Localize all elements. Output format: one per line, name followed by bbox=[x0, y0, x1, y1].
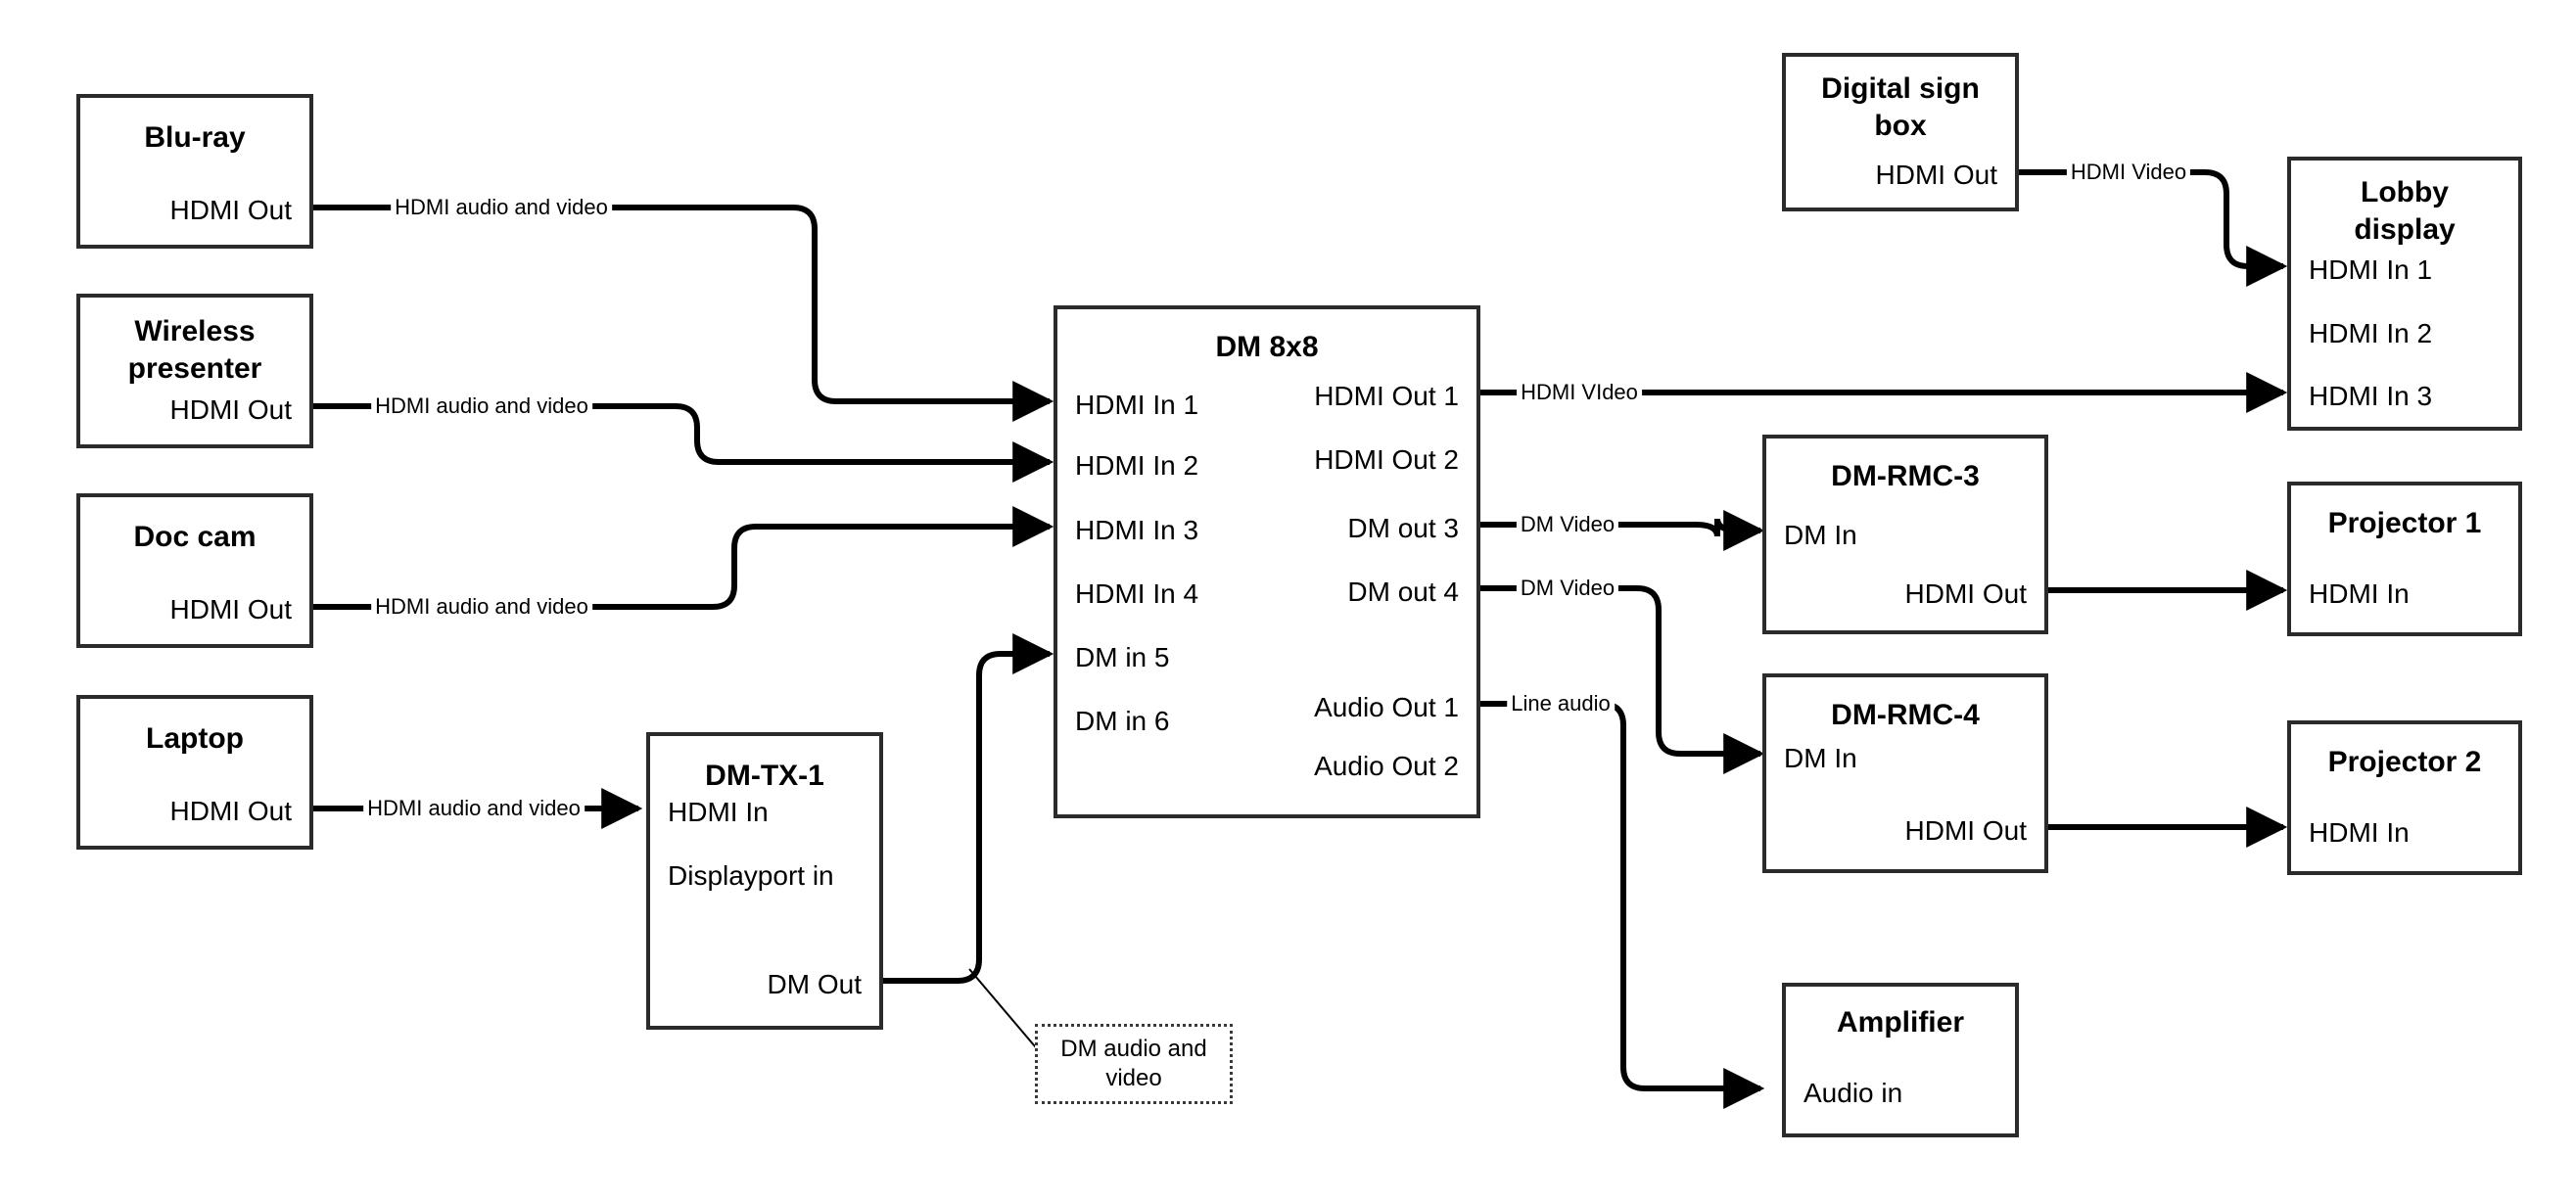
node-bluray-port-hdmi-out: HDMI Out bbox=[169, 195, 292, 225]
node-amplifier-title: Amplifier bbox=[1836, 1006, 1965, 1039]
node-laptop-title: Laptop bbox=[146, 722, 244, 755]
node-bluray[interactable]: Blu-ray HDMI Out bbox=[76, 94, 313, 249]
node-dm-tx-1-port-hdmi-in: HDMI In bbox=[668, 797, 769, 827]
node-projector-2[interactable]: Projector 2 HDMI In bbox=[2287, 720, 2522, 875]
node-wireless-presenter-port-hdmi-out: HDMI Out bbox=[169, 394, 292, 425]
node-dm-8x8-input-hdmi-in-4: HDMI In 4 bbox=[1075, 578, 1199, 609]
wire-label-laptop-to-dmtx1: HDMI audio and video bbox=[363, 796, 585, 821]
node-dm-rmc-4[interactable]: DM-RMC-4 DM In HDMI Out bbox=[1762, 673, 2048, 873]
node-dm-8x8-input-hdmi-in-2: HDMI In 2 bbox=[1075, 450, 1199, 481]
node-dm-tx-1-port-dm-out: DM Out bbox=[767, 969, 862, 999]
node-dm-8x8-output-audio-out-1: Audio Out 1 bbox=[1314, 692, 1459, 722]
node-dm-rmc-4-port-hdmi-out: HDMI Out bbox=[1904, 815, 2027, 846]
node-dm-8x8-input-hdmi-in-3: HDMI In 3 bbox=[1075, 515, 1199, 545]
node-dm-8x8-output-hdmi-out-1: HDMI Out 1 bbox=[1314, 381, 1459, 411]
wire-sign-to-lobby-in1 bbox=[2019, 169, 2288, 287]
wire-label-wireless-to-dm-in2: HDMI audio and video bbox=[371, 393, 592, 419]
node-dm-tx-1-title: DM-TX-1 bbox=[705, 760, 824, 792]
node-dm-rmc-4-port-dm-in: DM In bbox=[1784, 743, 1857, 773]
node-dm-8x8-output-dm-out-3: DM out 3 bbox=[1347, 513, 1459, 543]
note-dm-audio-and-video: DM audio and video bbox=[1035, 1024, 1233, 1104]
node-doc-cam-port-hdmi-out: HDMI Out bbox=[169, 594, 292, 624]
node-digital-sign-box-port-hdmi-out: HDMI Out bbox=[1875, 160, 1997, 190]
wire-bluray-to-dm-in1 bbox=[313, 205, 1054, 422]
wire-label-audioout1-to-amp: Line audio bbox=[1507, 691, 1615, 716]
node-projector-2-title: Projector 2 bbox=[2327, 746, 2482, 778]
node-dm-8x8-input-dm-in-5: DM in 5 bbox=[1075, 642, 1170, 672]
wire-label-sign-to-lobby: HDMI Video bbox=[2066, 160, 2191, 185]
node-lobby-display-title: Lobby display bbox=[2354, 176, 2456, 246]
wire-label-doccam-to-dm-in3: HDMI audio and video bbox=[371, 594, 592, 620]
node-dm-rmc-3-port-dm-in: DM In bbox=[1784, 520, 1857, 550]
node-wireless-presenter[interactable]: Wireless presenter HDMI Out bbox=[76, 294, 313, 448]
node-amplifier-port-audio-in: Audio in bbox=[1803, 1078, 1903, 1108]
node-lobby-display[interactable]: Lobby display HDMI In 1 HDMI In 2 HDMI I… bbox=[2287, 157, 2522, 431]
node-dm-8x8[interactable]: DM 8x8 HDMI In 1 HDMI In 2 HDMI In 3 HDM… bbox=[1054, 305, 1480, 818]
node-projector-1-title: Projector 1 bbox=[2327, 507, 2482, 539]
node-bluray-title: Blu-ray bbox=[144, 121, 246, 154]
wire-dmtx1-to-dm-in5 bbox=[883, 633, 1054, 984]
node-amplifier[interactable]: Amplifier Audio in bbox=[1782, 983, 2019, 1137]
node-wireless-presenter-title: Wireless presenter bbox=[127, 315, 262, 385]
node-projector-1-port-hdmi-in: HDMI In bbox=[2309, 578, 2410, 609]
node-dm-8x8-output-audio-out-2: Audio Out 2 bbox=[1314, 751, 1459, 781]
node-dm-8x8-output-dm-out-4: DM out 4 bbox=[1347, 577, 1459, 607]
node-doc-cam-title: Doc cam bbox=[133, 521, 257, 553]
node-laptop[interactable]: Laptop HDMI Out bbox=[76, 695, 313, 850]
node-dm-8x8-title: DM 8x8 bbox=[1215, 331, 1319, 363]
node-lobby-display-input-hdmi-in-3: HDMI In 3 bbox=[2309, 381, 2433, 411]
node-lobby-display-input-hdmi-in-1: HDMI In 1 bbox=[2309, 254, 2433, 285]
wire-dm-audioout1-to-amplifier bbox=[1480, 701, 1765, 1109]
wire-label-dmout3-to-rmc3: DM Video bbox=[1516, 512, 1619, 537]
node-laptop-port-hdmi-out: HDMI Out bbox=[169, 796, 292, 826]
node-digital-sign-box-title: Digital sign box bbox=[1821, 72, 1980, 142]
node-dm-tx-1-port-displayport-in: Displayport in bbox=[668, 860, 834, 891]
node-lobby-display-input-hdmi-in-2: HDMI In 2 bbox=[2309, 318, 2433, 348]
node-digital-sign-box[interactable]: Digital sign box HDMI Out bbox=[1782, 53, 2019, 211]
node-dm-rmc-3-title: DM-RMC-3 bbox=[1831, 460, 1980, 492]
wire-label-dmout4-to-rmc4: DM Video bbox=[1516, 576, 1619, 601]
node-dm-8x8-output-hdmi-out-2: HDMI Out 2 bbox=[1314, 444, 1459, 475]
wire-label-hdmiout1-to-lobby: HDMI VIdeo bbox=[1517, 380, 1642, 405]
node-dm-rmc-3[interactable]: DM-RMC-3 DM In HDMI Out bbox=[1762, 435, 2048, 634]
node-dm-8x8-input-dm-in-6: DM in 6 bbox=[1075, 706, 1170, 736]
wire-label-bluray-to-dm-in1: HDMI audio and video bbox=[391, 195, 612, 220]
node-dm-tx-1[interactable]: DM-TX-1 HDMI In Displayport in DM Out bbox=[646, 732, 883, 1030]
wire-dm-out4-to-rmc4 bbox=[1480, 585, 1765, 774]
node-projector-2-port-hdmi-in: HDMI In bbox=[2309, 817, 2410, 848]
node-doc-cam[interactable]: Doc cam HDMI Out bbox=[76, 493, 313, 648]
node-dm-8x8-input-hdmi-in-1: HDMI In 1 bbox=[1075, 390, 1199, 420]
node-projector-1[interactable]: Projector 1 HDMI In bbox=[2287, 482, 2522, 636]
node-dm-rmc-4-title: DM-RMC-4 bbox=[1831, 699, 1980, 731]
node-dm-rmc-3-port-hdmi-out: HDMI Out bbox=[1904, 578, 2027, 609]
